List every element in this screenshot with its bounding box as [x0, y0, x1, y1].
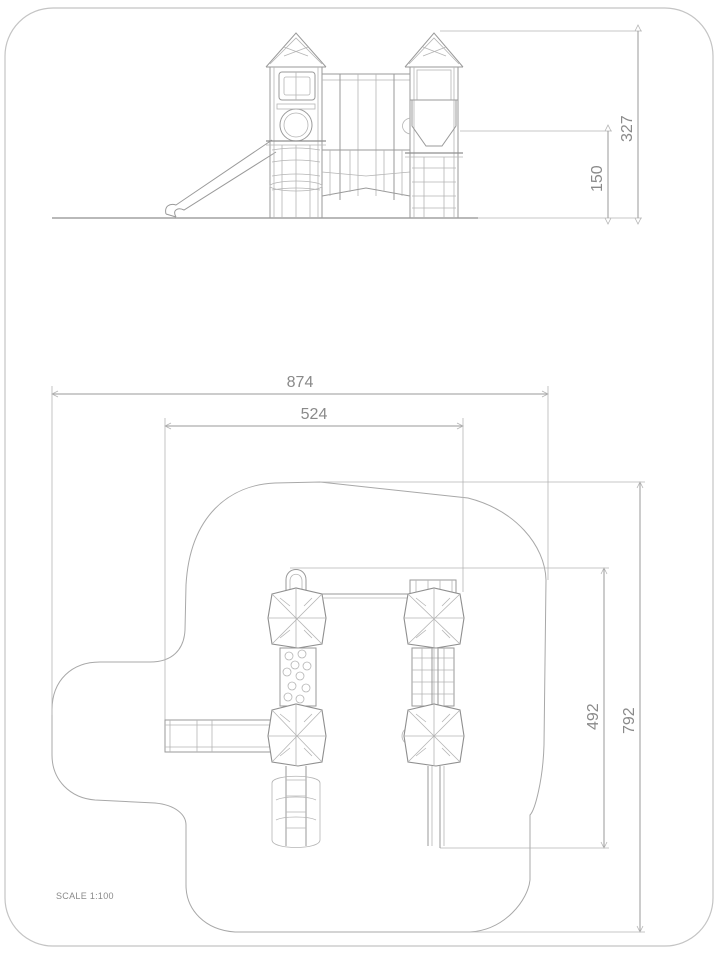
dimension-total-height: 327	[619, 115, 636, 142]
elevation-view: 327 150	[52, 24, 642, 225]
dimension-overall-depth: 792	[621, 707, 638, 734]
right-tower-plan	[401, 579, 465, 848]
left-tower-plan	[267, 569, 327, 848]
dimension-platform-height: 150	[589, 165, 606, 192]
width-dimensions: 874 524	[51, 374, 549, 722]
dimension-structure-depth: 492	[585, 703, 602, 730]
safety-zone-outline	[51, 481, 547, 933]
depth-dimensions: 792 492	[290, 481, 645, 933]
bridge-elevation	[321, 73, 411, 200]
height-dimensions: 327 150	[440, 24, 642, 225]
dimension-structure-width: 524	[301, 406, 328, 423]
scale-label: SCALE 1:100	[56, 891, 114, 901]
left-tower-elevation	[265, 32, 327, 218]
slide-elevation	[165, 139, 277, 218]
right-tower-elevation	[402, 32, 464, 218]
dimension-overall-width: 874	[287, 374, 314, 391]
connector-beam-plan	[322, 593, 408, 599]
plan-view: 874 524 792 492	[51, 374, 645, 933]
drawing-frame	[4, 7, 714, 947]
